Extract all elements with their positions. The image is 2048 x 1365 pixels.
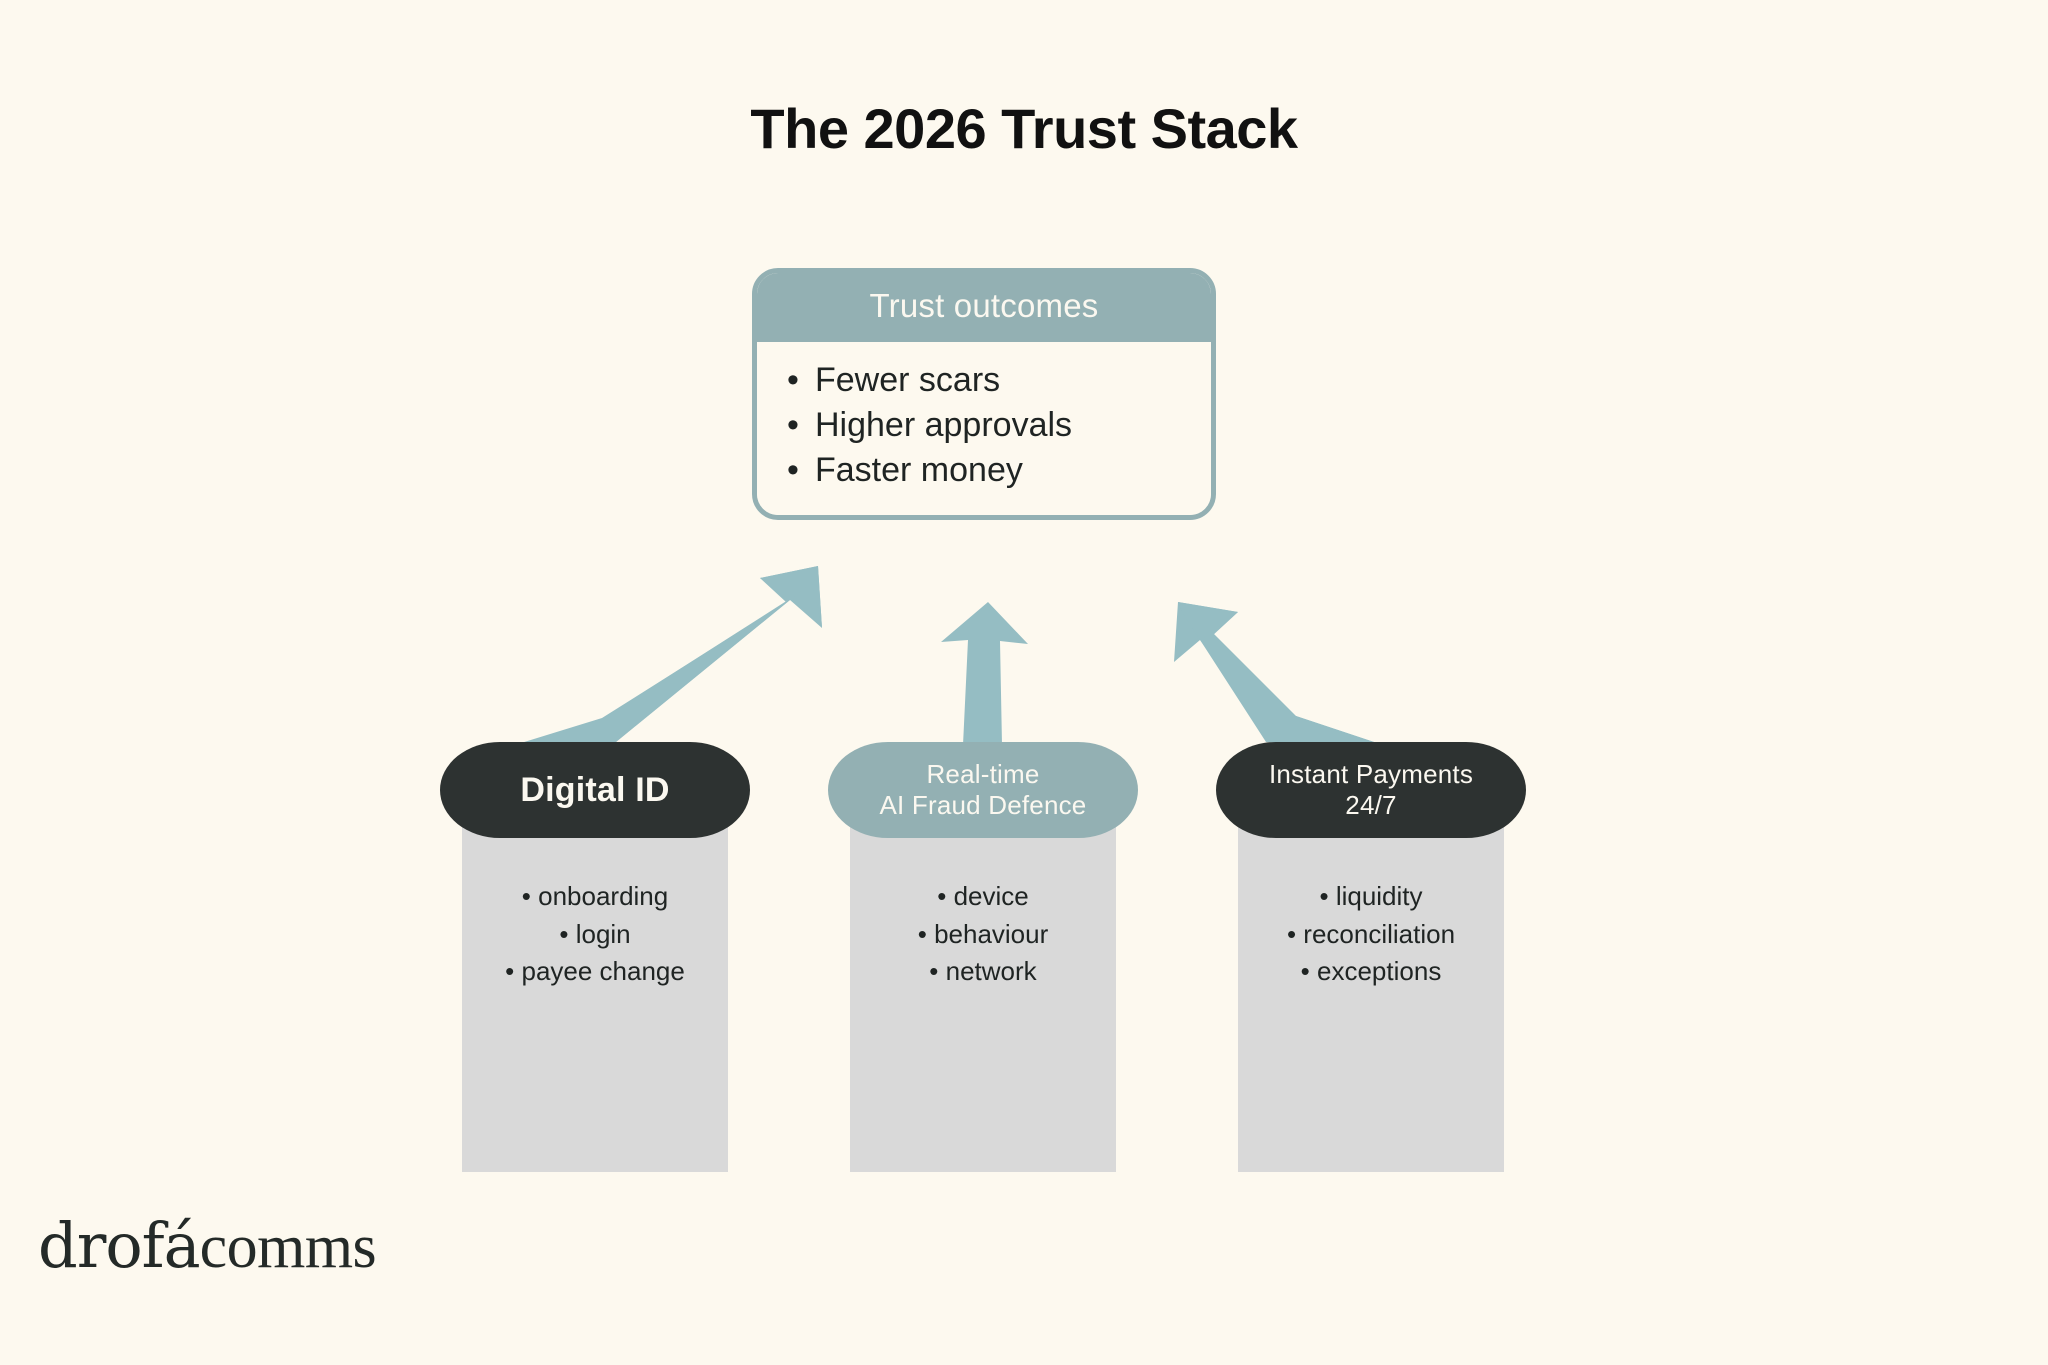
- bullet-icon: •: [787, 405, 799, 444]
- pillar-items-ai-fraud-defence: • device • behaviour • network: [850, 878, 1116, 991]
- bullet-icon: •: [1319, 881, 1329, 911]
- pillar-cap-line: Digital ID: [520, 770, 670, 809]
- list-item: • onboarding: [462, 878, 728, 916]
- pillar-cap-line: AI Fraud Defence: [879, 790, 1087, 820]
- list-item: • liquidity: [1238, 878, 1504, 916]
- bullet-icon: •: [505, 956, 515, 987]
- list-item: • Fewer scars: [757, 358, 1211, 403]
- list-item: • payee change: [462, 953, 728, 991]
- list-item-label: Faster money: [815, 450, 1023, 489]
- bullet-icon: •: [929, 956, 939, 987]
- pillar-cap-digital-id: Digital ID: [440, 742, 750, 838]
- list-item: • Faster money: [757, 448, 1211, 493]
- pillar-cap-line: Instant Payments: [1268, 759, 1474, 790]
- pillar-cap-line: 24/7: [1345, 790, 1397, 820]
- list-item: • network: [850, 953, 1116, 991]
- arrow-instant-payments-to-outcomes: [1174, 602, 1392, 748]
- arrow-digital-id-to-outcomes: [492, 566, 822, 752]
- pillar-cap-label: Real-time AI Fraud Defence: [880, 759, 1087, 820]
- bullet-icon: •: [559, 918, 569, 949]
- pillar-body: [850, 812, 1116, 1172]
- bullet-icon: •: [521, 881, 531, 911]
- list-item-label: reconciliation: [1303, 918, 1456, 949]
- list-item-label: exceptions: [1317, 956, 1442, 987]
- pillar-body: [462, 812, 728, 1172]
- bullet-icon: •: [937, 881, 947, 911]
- list-item-label: Fewer scars: [815, 360, 1001, 399]
- bullet-icon: •: [1286, 918, 1297, 949]
- list-item: • reconciliation: [1238, 916, 1504, 954]
- pillar-cap-instant-payments: Instant Payments 24/7: [1216, 742, 1526, 838]
- list-item: • device: [850, 878, 1116, 916]
- brand-logo-part-one: drofá: [38, 1209, 201, 1282]
- pillar-cap-ai-fraud-defence: Real-time AI Fraud Defence: [828, 742, 1138, 838]
- brand-logo: drofácomms: [38, 1213, 377, 1281]
- list-item-label: payee change: [521, 956, 685, 987]
- pillar-body: [1238, 812, 1504, 1172]
- list-item-label: network: [945, 956, 1037, 987]
- page-title: The 2026 Trust Stack: [750, 97, 1298, 160]
- bullet-icon: •: [1300, 956, 1310, 987]
- pillar-items-instant-payments: • liquidity • reconciliation • exception…: [1238, 878, 1504, 991]
- bullet-icon: •: [787, 360, 799, 399]
- list-item-label: device: [953, 881, 1029, 911]
- pillar-cap-line: Real-time: [926, 759, 1040, 790]
- list-item: • Higher approvals: [757, 403, 1211, 448]
- arrow-fraud-defence-to-outcomes: [941, 602, 1028, 745]
- list-item-label: login: [575, 918, 631, 949]
- trust-outcomes-list: • Fewer scars • Higher approvals • Faste…: [757, 358, 1211, 493]
- pillar-cap-label: Digital ID: [520, 770, 669, 810]
- list-item-label: behaviour: [934, 918, 1049, 949]
- pillar-cap-label: Instant Payments 24/7: [1269, 759, 1473, 820]
- brand-logo-part-two: comms: [199, 1213, 377, 1281]
- trust-outcomes-body: • Fewer scars • Higher approvals • Faste…: [757, 341, 1211, 515]
- list-item-label: onboarding: [538, 881, 669, 911]
- trust-outcomes-header: Trust outcomes: [757, 273, 1211, 342]
- pillar-items-digital-id: • onboarding • login • payee change: [462, 878, 728, 991]
- bullet-icon: •: [917, 918, 927, 949]
- trust-outcomes-card: Trust outcomes • Fewer scars • Higher ap…: [752, 268, 1216, 520]
- list-item: • exceptions: [1238, 953, 1504, 991]
- bullet-icon: •: [787, 450, 799, 489]
- list-item: • behaviour: [850, 916, 1116, 954]
- list-item-label: Higher approvals: [815, 405, 1073, 444]
- list-item-label: liquidity: [1335, 881, 1423, 911]
- list-item: • login: [462, 916, 728, 954]
